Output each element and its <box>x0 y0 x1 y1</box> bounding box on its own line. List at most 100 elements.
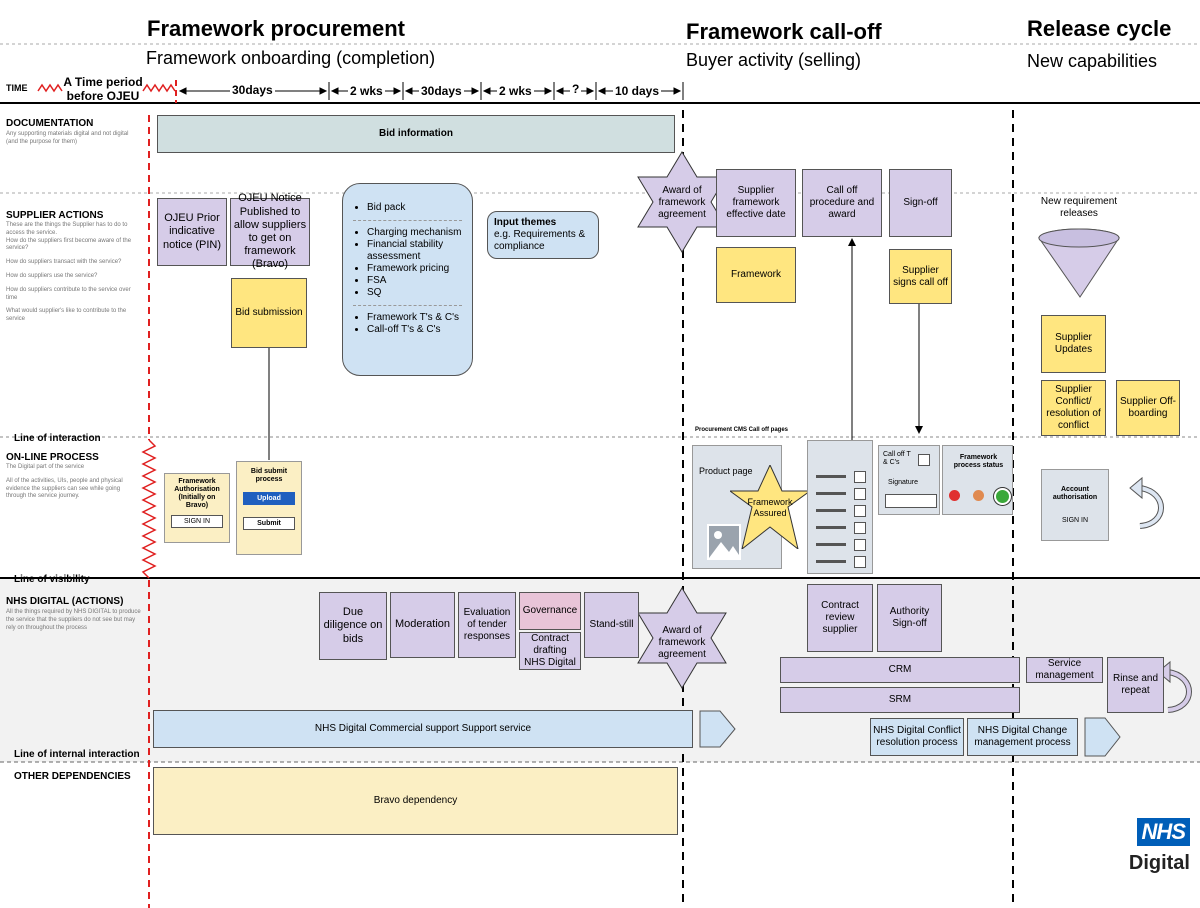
framework-auth-screen: Framework Authorisation (Initially on Br… <box>164 473 230 543</box>
line-of-visibility: Line of visibility <box>14 574 90 585</box>
bid-pack-item: Charging mechanism <box>367 227 462 239</box>
award-framework-bottom: Award of framework agreement <box>658 625 706 660</box>
lane-other: OTHER DEPENDENCIES <box>14 771 131 782</box>
srm-bar: SRM <box>780 687 1020 713</box>
nhs-logo-mark: NHS <box>1136 818 1190 846</box>
line-of-internal-interaction: Line of internal interaction <box>14 749 140 760</box>
moderation: Moderation <box>390 592 455 658</box>
contract-drafting: Contract drafting NHS Digital <box>519 632 581 670</box>
period-3: 30days <box>419 84 464 98</box>
account-auth-label: Account authorisation <box>1052 486 1098 502</box>
supplier-signs-call-off: Supplier signs call off <box>889 249 952 304</box>
upload-button[interactable]: Upload <box>243 492 295 506</box>
lane-online-desc: The Digital part of the service All of t… <box>6 464 123 500</box>
lane-online: ON-LINE PROCESS <box>6 452 99 463</box>
period-6: 10 days <box>613 84 662 98</box>
authority-signoff: Authority Sign-off <box>877 584 942 652</box>
supplier-effective-date: Supplier framework effective date <box>716 169 796 237</box>
period-4: 2 wks <box>497 84 534 98</box>
framework-auth-title: Framework Authorisation (Initially on Br… <box>174 478 220 510</box>
release-title: Release cycle <box>1027 16 1172 41</box>
ojeu-prior-notice: OJEU Prior indicative notice (PIN) <box>157 198 227 266</box>
nhs-logo-text: Digital <box>1128 852 1190 874</box>
lane-documentation: DOCUMENTATION <box>6 118 94 129</box>
supplier-conflict: Supplier Conflict/ resolution of conflic… <box>1041 380 1106 436</box>
lane-supplier: SUPPLIER ACTIONS <box>6 210 104 221</box>
status-red-icon <box>949 490 960 501</box>
period-5: ? <box>570 82 582 96</box>
rinse-repeat: Rinse and repeat <box>1107 657 1164 713</box>
calloff-list-screen <box>807 440 873 574</box>
bid-pack-callout: Bid pack Charging mechanism Financial st… <box>342 183 473 376</box>
lane-supplier-desc: These are the things the Supplier has to… <box>6 222 132 323</box>
ojeu-notice: OJEU Notice Published to allow suppliers… <box>230 192 310 270</box>
signature-field[interactable] <box>885 494 937 508</box>
input-themes-callout: Input themes e.g. Requirements & complia… <box>487 211 599 259</box>
bid-pack-item: Framework T's & C's <box>367 312 462 324</box>
nhs-digital-logo: NHS Digital <box>1096 810 1196 880</box>
input-themes-text: e.g. Requirements & compliance <box>494 229 586 252</box>
contract-review: Contract review supplier <box>807 584 873 652</box>
bid-submission: Bid submission <box>231 278 307 348</box>
sign-in-button[interactable]: SIGN IN <box>171 515 223 529</box>
evaluation: Evaluation of tender responses <box>458 592 516 658</box>
new-requirement-label: New requirement releases <box>1040 196 1118 219</box>
bravo-dependency: Bravo dependency <box>153 767 678 835</box>
period-2: 2 wks <box>348 84 385 98</box>
bid-pack-item: FSA <box>367 275 462 287</box>
calloff-tc-screen: Call off T & C's Signature <box>878 445 940 515</box>
time-label: TIME <box>6 83 28 93</box>
bid-pack-item: Call-off T's & C's <box>367 324 462 336</box>
release-subtitle: New capabilities <box>1027 51 1158 71</box>
pre-ojeu-period: A Time period before OJEU <box>63 75 143 103</box>
lane-nhs: NHS DIGITAL (ACTIONS) <box>6 596 124 607</box>
conflict-resolution: NHS Digital Conflict resolution process <box>870 718 964 756</box>
framework-box: Framework <box>716 247 796 303</box>
product-page-label: Product page <box>699 466 753 476</box>
lane-nhs-desc: All the things required by NHS DIGITAL t… <box>6 609 141 631</box>
call-off-procedure: Call off procedure and award <box>802 169 882 237</box>
bid-pack-item: Bid pack <box>367 202 462 214</box>
supplier-offboarding: Supplier Off-boarding <box>1116 380 1180 436</box>
lane-documentation-desc: Any supporting materials digital and not… <box>6 131 129 145</box>
image-placeholder-icon <box>707 524 741 560</box>
status-amber-icon <box>973 490 984 501</box>
award-framework-top: Award of framework agreement <box>658 185 706 220</box>
period-1: 30days <box>230 83 275 97</box>
signature-label: Signature <box>888 479 918 486</box>
governance: Governance <box>519 592 581 630</box>
product-page-screen: Product page <box>692 445 782 569</box>
calloff-title: Framework call-off <box>686 19 882 44</box>
call-off-tcs-label: Call off T & C's <box>883 451 911 467</box>
crm-bar: CRM <box>780 657 1020 683</box>
service-management: Service management <box>1026 657 1103 683</box>
sign-off-box: Sign-off <box>889 169 952 237</box>
account-auth-screen: Account authorisation SIGN IN <box>1041 469 1109 541</box>
submit-button[interactable]: Submit <box>243 517 295 531</box>
change-management: NHS Digital Change management process <box>967 718 1078 756</box>
line-of-interaction: Line of interaction <box>14 433 101 444</box>
framework-status-screen: Framework process status <box>942 445 1013 515</box>
cms-label: Procurement CMS Call off pages <box>695 427 789 433</box>
bid-pack-item: Framework pricing <box>367 263 462 275</box>
bid-information: Bid information <box>157 115 675 153</box>
bid-submit-screen: Bid submit process Upload Submit <box>236 461 302 555</box>
stand-still: Stand-still <box>584 592 639 658</box>
bid-pack-item: SQ <box>367 287 462 299</box>
tc-checkbox[interactable] <box>918 454 930 466</box>
account-sign-in-button[interactable]: SIGN IN <box>1061 516 1089 524</box>
supplier-updates: Supplier Updates <box>1041 315 1106 373</box>
bid-submit-title: Bid submit process <box>250 468 288 484</box>
commercial-support: NHS Digital Commercial support Support s… <box>153 710 693 748</box>
status-green-icon <box>994 488 1011 505</box>
procurement-title: Framework procurement <box>147 16 405 41</box>
due-diligence: Due diligence on bids <box>319 592 387 660</box>
framework-assured-star <box>730 465 810 549</box>
framework-status-label: Framework process status <box>953 454 1004 470</box>
input-themes-title: Input themes <box>494 217 557 228</box>
bid-pack-item: Financial stability assessment <box>367 239 462 263</box>
procurement-subtitle: Framework onboarding (completion) <box>146 48 436 68</box>
calloff-subtitle: Buyer activity (selling) <box>686 50 862 70</box>
framework-assured-label: Framework Assured <box>747 497 793 518</box>
